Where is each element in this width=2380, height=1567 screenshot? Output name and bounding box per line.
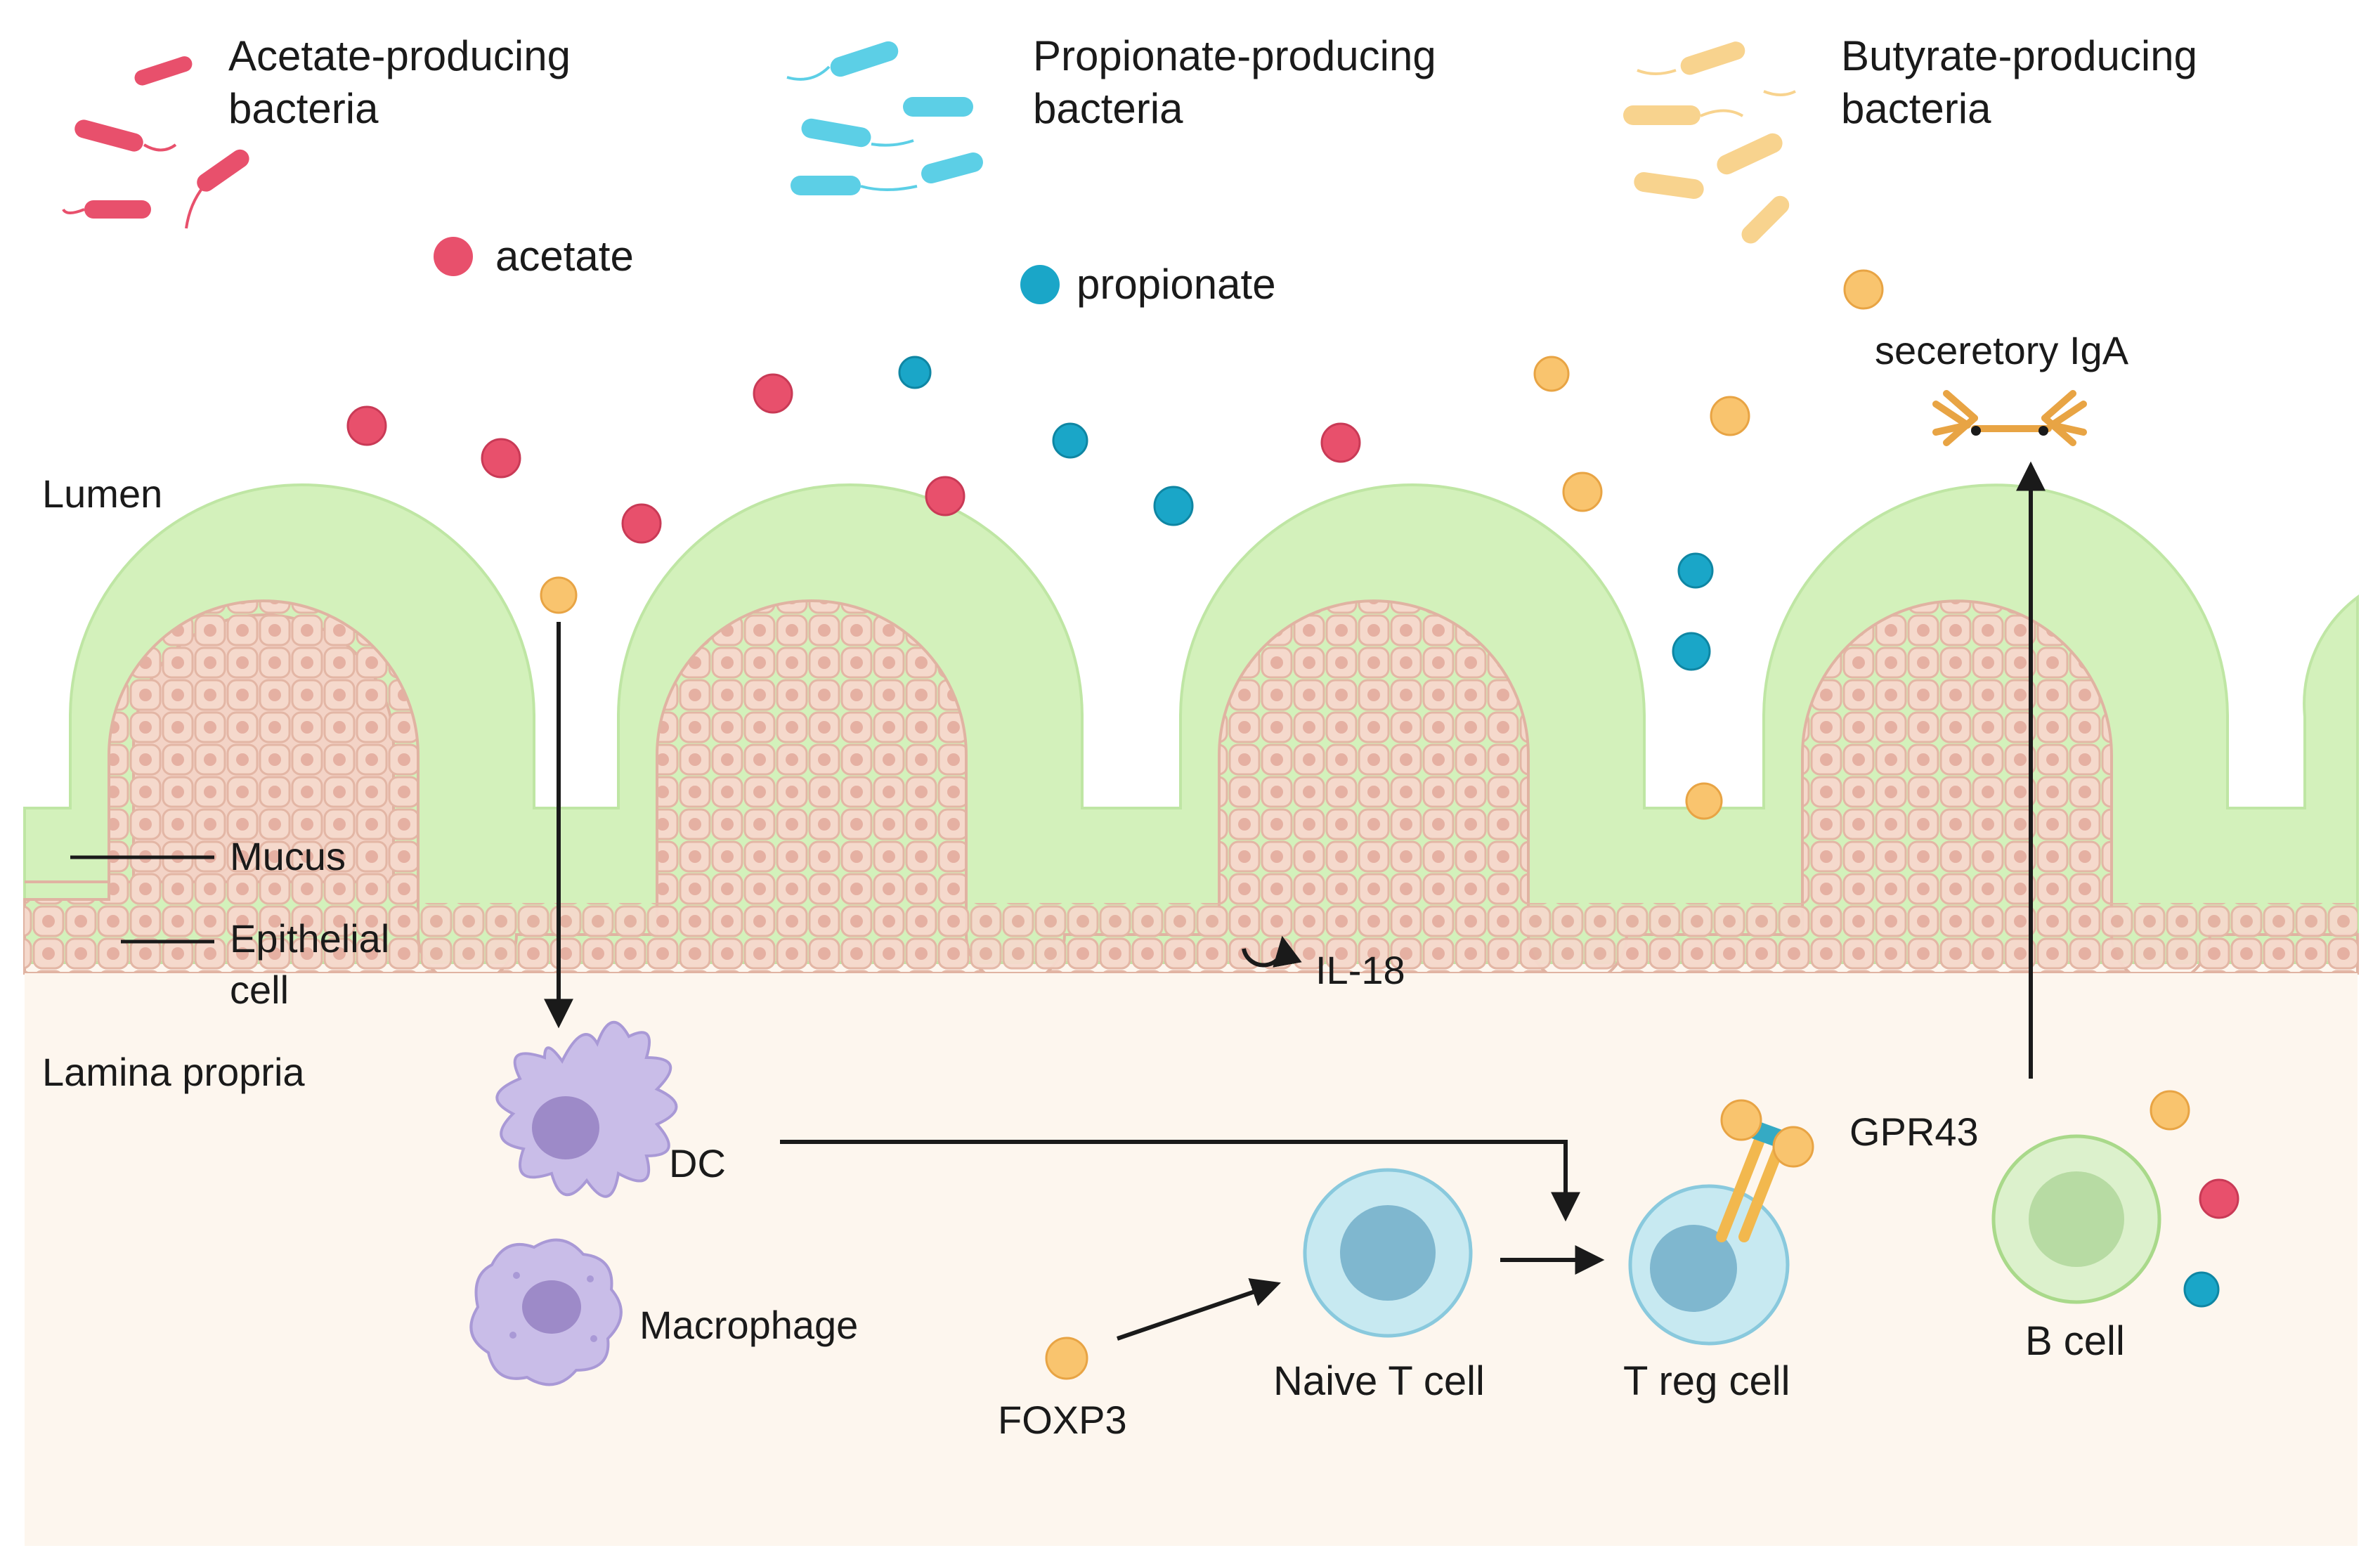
- epithelial-label-line2: cell: [230, 968, 289, 1012]
- lumen-label: Lumen: [42, 472, 162, 516]
- b-cell: [1991, 1134, 2161, 1304]
- foxp3-label: FOXP3: [998, 1398, 1127, 1442]
- propionate-bacteria-label-line1: Propionate-producing: [1033, 32, 1436, 79]
- acetate-bacteria-label-line2: bacteria: [228, 85, 379, 132]
- secretory-iga-icon: [1932, 390, 2087, 446]
- epithelial-cells-row: [25, 903, 2358, 970]
- lamina-propria-label: Lamina propria: [42, 1050, 305, 1094]
- gpr43-label: GPR43: [1849, 1110, 1979, 1154]
- acetate-bacteria-label-line1: Acetate-producing: [228, 32, 571, 79]
- dendritic-cell: [495, 1021, 678, 1198]
- naive-t-cell: [1303, 1168, 1473, 1338]
- il18-curved-arrow: [1242, 935, 1302, 968]
- il18-label: IL-18: [1315, 948, 1405, 992]
- epithelial-label-line1: Epithelial: [230, 916, 389, 961]
- b-cell-label: B cell: [2025, 1318, 2125, 1364]
- butyrate-bacteria-label-line2: bacteria: [1841, 85, 1991, 132]
- foxp3-to-naive-arrow: [1117, 1278, 1281, 1341]
- butyrate-molecules: [540, 269, 2190, 1380]
- iga-label: seceretory IgA: [1875, 328, 2129, 372]
- macrophage-label: Macrophage: [639, 1303, 858, 1347]
- propionate-bacteria-label-line2: bacteria: [1033, 85, 1183, 132]
- gpr43-receptor: [1716, 1099, 1814, 1242]
- dc-to-treg-arrow: [780, 1140, 1580, 1222]
- butyrate-bacteria-label-line1: Butyrate-producing: [1841, 32, 2197, 79]
- acetate-bacteria-cluster: [62, 56, 249, 229]
- macrophage-cell: [469, 1238, 623, 1386]
- treg-cell-label: T reg cell: [1623, 1358, 1790, 1404]
- propionate-molecules: [898, 356, 2220, 1308]
- acetate-legend-label: acetate: [495, 233, 634, 280]
- propionate-legend-dot: [1020, 265, 1060, 304]
- propionate-legend-label: propionate: [1077, 261, 1276, 308]
- acetate-legend-dot: [434, 237, 473, 276]
- acetate-molecules: [346, 373, 2239, 1219]
- mucus-layer: [23, 483, 2359, 964]
- propionate-bacteria-cluster: [786, 41, 983, 195]
- butyrate-bacteria-cluster: [1623, 41, 1796, 244]
- dc-label: DC: [669, 1141, 726, 1185]
- naive-t-cell-label: Naive T cell: [1273, 1358, 1485, 1404]
- mucus-label: Mucus: [230, 834, 346, 878]
- treg-cell: [1628, 1184, 1790, 1346]
